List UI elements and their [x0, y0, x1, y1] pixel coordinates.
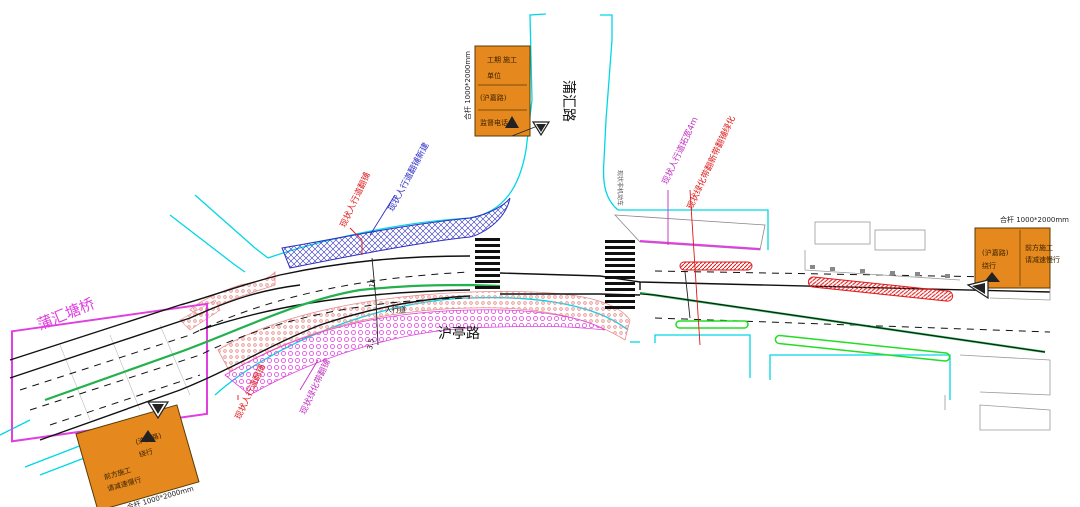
sign-north-line-4: (沪嘉路) [480, 93, 507, 102]
warning-triangle-icon [505, 116, 519, 128]
east-islands [675, 261, 954, 362]
sign-east-line-3: (沪嘉路) [982, 248, 1009, 257]
sign-east: 前方施工 请减速慢行 (沪嘉路) 绕行 合杆 1000*2000mm [966, 215, 1069, 300]
sign-east-line-4: 绕行 [982, 261, 996, 270]
puhui-road-label: 蒲汇路 [560, 80, 576, 122]
huting-road-label: 沪亭路 [438, 325, 480, 342]
east-buildings [804, 221, 1051, 431]
sign-southwest: 前方施工 请减速慢行 (沪嘉路) 绕行 合杆 1000*2000mm [75, 401, 200, 507]
bridge-label: 蒲汇塘桥 [35, 295, 97, 334]
sign-east-line-2: 请减速慢行 [1025, 255, 1060, 264]
sw-sidewalk [217, 291, 631, 373]
crosswalk-west [475, 238, 500, 289]
labels: 蒲汇塘桥 沪亭路 蒲汇路 现状非机动车 现状人行道翻铺 现状人行道翻铺新建 现状… [35, 80, 738, 421]
sign-north-line-1: 工期 [487, 56, 501, 64]
warning-triangle-icon [140, 430, 156, 442]
sign-north-line-5: 监督电话 [480, 118, 508, 127]
leader-lines [237, 189, 701, 400]
dimension-2: 3.5 [366, 338, 376, 350]
annotation-ne-1: 现状人行道拓宽4m [660, 115, 701, 186]
sign-north: 工期 施工 单位 (沪嘉路) 监督电话 合杆 1000*2000mm [463, 45, 551, 137]
sign-east-line-1: 前方施工 [1025, 243, 1053, 252]
dimension-3: 人行道 [385, 305, 406, 314]
sign-north-line-3: 单位 [487, 71, 501, 80]
sign-north-size: 合杆 1000*2000mm [463, 51, 472, 120]
nw-blue-area [281, 197, 511, 269]
annotation-nw-2: 现状人行道翻铺新建 [386, 140, 432, 213]
sign-north-line-2: 施工 [503, 55, 517, 64]
sw-green-belt [224, 309, 606, 396]
annotation-nw-1: 现状人行道翻铺 [338, 170, 373, 229]
sign-east-size: 合杆 1000*2000mm [1000, 215, 1069, 224]
sign-sw-line-4: 绕行 [138, 447, 154, 460]
crosswalk-east [605, 240, 635, 309]
small-road-label: 现状非机动车 [616, 170, 624, 206]
east-bollards [810, 265, 950, 278]
dimension-1: 14 [368, 278, 378, 289]
